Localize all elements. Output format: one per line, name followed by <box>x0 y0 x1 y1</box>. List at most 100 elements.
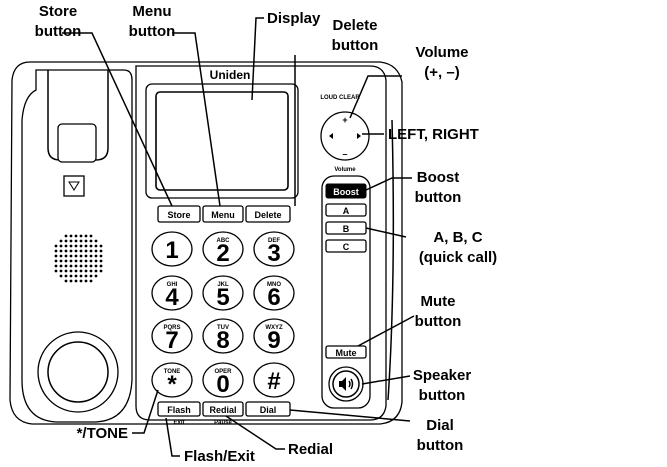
grille-dot <box>89 269 93 273</box>
key-star[interactable]: TONE* <box>151 362 193 398</box>
key-letters: TUV <box>217 325 229 331</box>
quick-call-c-label: C <box>343 242 350 252</box>
grille-dot <box>99 249 103 253</box>
dial-key[interactable] <box>245 401 291 417</box>
pause-sublabel: Pause <box>214 420 232 426</box>
delete-key[interactable] <box>245 205 291 223</box>
key-letters: GHI <box>167 282 178 288</box>
key-1[interactable]: 1 <box>151 231 193 267</box>
grille-dot <box>54 269 58 273</box>
grille-dot <box>94 254 98 258</box>
speaker-leader <box>361 375 411 385</box>
key-letters: JKL <box>217 282 229 288</box>
grille-dot <box>79 244 83 248</box>
grille-dot <box>89 279 93 283</box>
boost-key[interactable] <box>325 183 367 199</box>
redial-key-label: Redial <box>209 405 236 415</box>
boost-leader <box>365 177 412 191</box>
star-tone-leader <box>132 389 159 434</box>
mute-key[interactable] <box>325 345 367 359</box>
grille-dot <box>74 264 78 268</box>
grille-dot <box>64 239 68 243</box>
grille-dot <box>64 269 68 273</box>
grille-dot <box>74 274 78 278</box>
quick-call-c-key[interactable] <box>325 239 367 253</box>
volume-callout: Volume(+, –) <box>415 44 468 81</box>
grille-dot <box>84 254 88 258</box>
grille-dot <box>64 234 68 238</box>
grille-dot <box>79 239 83 243</box>
grille-dot <box>99 259 103 263</box>
key-number: 7 <box>165 327 178 354</box>
grille-dot <box>79 234 83 238</box>
volume-plus: + <box>342 115 347 125</box>
key-cap <box>202 362 244 398</box>
flash-key-label: Flash <box>167 405 191 415</box>
grille-dot <box>64 274 68 278</box>
grille-dot <box>74 239 78 243</box>
key-number: 4 <box>165 284 179 311</box>
grille-dot <box>59 264 63 268</box>
grille-dot <box>69 279 73 283</box>
flash-exit-leader <box>165 417 180 457</box>
grille-dot <box>84 239 88 243</box>
mute-leader <box>357 315 415 347</box>
grille-dot <box>79 269 83 273</box>
key-letters: ABC <box>217 238 231 244</box>
quick-call-a-key[interactable] <box>325 203 367 217</box>
store-key[interactable] <box>157 205 201 223</box>
key-number: 3 <box>267 240 280 267</box>
key-pound[interactable]: # <box>253 362 295 398</box>
key-cap <box>151 275 193 311</box>
grille-dot <box>89 259 93 263</box>
key-cap <box>253 362 295 398</box>
key-letters: MNO <box>267 282 281 288</box>
speaker-grille <box>54 234 103 283</box>
grille-dot <box>79 249 83 253</box>
grille-dot <box>69 249 73 253</box>
grille-dot <box>59 244 63 248</box>
key-cap <box>253 275 295 311</box>
key-number: 6 <box>267 284 280 311</box>
redial-leader <box>225 415 285 450</box>
right-arrow-icon <box>357 133 361 139</box>
redial-key[interactable] <box>202 401 244 417</box>
menu-leader <box>172 32 221 207</box>
exit-sublabel: Exit <box>173 420 184 426</box>
abc-callout: A, B, C(quick call) <box>419 229 497 266</box>
volume-rocker[interactable] <box>320 111 370 161</box>
grille-dot <box>84 279 88 283</box>
quick-call-a-label: A <box>343 206 350 216</box>
grille-dot <box>69 239 73 243</box>
grille-dot <box>64 244 68 248</box>
key-number: 0 <box>216 371 229 398</box>
grille-dot <box>59 269 63 273</box>
key-cap <box>151 231 193 267</box>
grille-dot <box>64 249 68 253</box>
grille-dot <box>69 244 73 248</box>
flash-key[interactable] <box>157 401 201 417</box>
grille-dot <box>64 259 68 263</box>
menu-key[interactable] <box>202 205 244 223</box>
grille-dot <box>89 264 93 268</box>
boost-key-label: Boost <box>333 187 359 197</box>
key-letters: WXYZ <box>265 325 283 331</box>
handset-mouthpiece-outer <box>37 331 119 413</box>
grille-dot <box>94 244 98 248</box>
volume-minus: – <box>342 149 347 159</box>
grille-dot <box>74 259 78 263</box>
mute-key-label: Mute <box>336 348 357 358</box>
